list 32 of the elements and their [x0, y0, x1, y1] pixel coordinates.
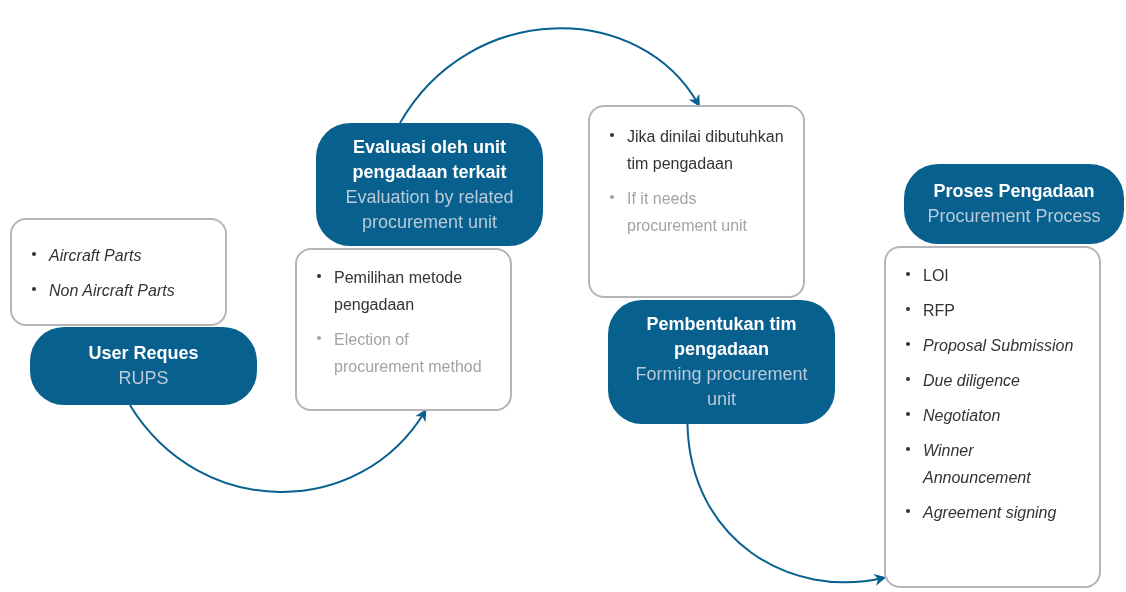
- list-item: Aircraft Parts: [49, 246, 142, 266]
- step-pill: [30, 327, 257, 405]
- step-pill: [316, 123, 543, 246]
- step-title: User Reques: [88, 342, 199, 365]
- list-item: LOI: [923, 266, 949, 286]
- list-item: Election of procurement method: [334, 330, 483, 377]
- step-subtitle: Procurement Process: [927, 205, 1101, 228]
- list-item: Jika dinilai dibutuhkan tim pengadaan: [627, 127, 785, 174]
- curved-arrow: [128, 404, 427, 493]
- step-pill: [904, 164, 1124, 244]
- step-title: Evaluasi oleh unit pengadaan terkait: [351, 135, 508, 184]
- list-item: Proposal Submission: [923, 336, 1074, 356]
- list-item: Agreement signing: [923, 503, 1057, 523]
- list-item: Winner Announcement: [923, 441, 1032, 488]
- list-item: Negotiaton: [923, 406, 1001, 426]
- list-item: Non Aircraft Parts: [49, 281, 175, 301]
- list-item: Pemilihan metode pengadaan: [334, 268, 464, 315]
- step-pill: [608, 300, 835, 424]
- curved-arrow: [399, 27, 701, 124]
- list-card: [588, 105, 805, 298]
- list-item: RFP: [923, 301, 955, 321]
- step-subtitle: Forming procurement unit: [634, 363, 809, 411]
- list-card: [10, 218, 227, 326]
- list-item: Due diligence: [923, 371, 1020, 391]
- step-subtitle: Evaluation by related procurement unit: [344, 185, 515, 234]
- list-card: [884, 246, 1101, 588]
- step-title: Proses Pengadaan: [933, 180, 1095, 203]
- list-item: If it needs procurement unit: [627, 189, 749, 236]
- step-subtitle: RUPS: [118, 367, 169, 390]
- list-card: [295, 248, 512, 411]
- step-title: Pembentukan tim pengadaan: [645, 313, 798, 361]
- curved-arrow: [686, 423, 887, 586]
